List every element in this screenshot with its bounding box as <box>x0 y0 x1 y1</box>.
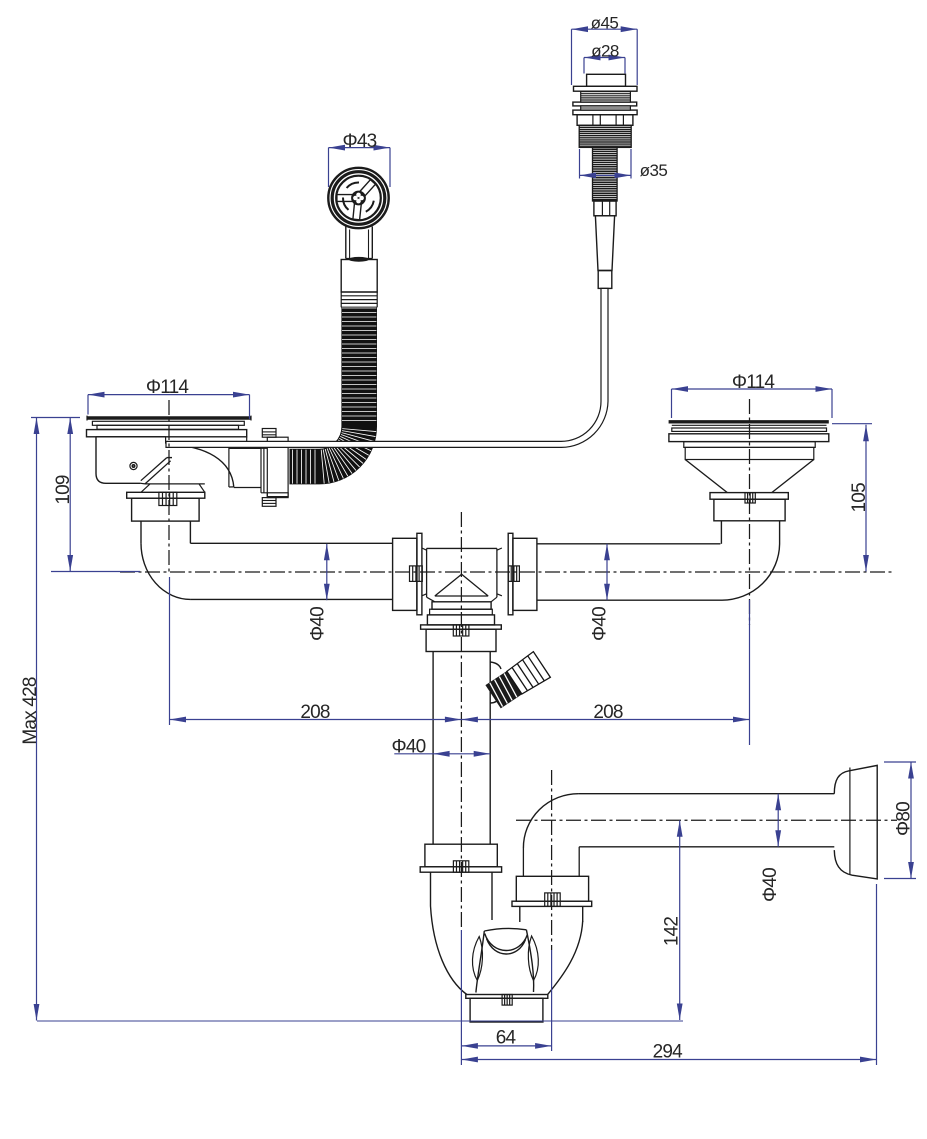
svg-text:64: 64 <box>496 1027 517 1048</box>
svg-text:208: 208 <box>593 702 623 723</box>
svg-text:109: 109 <box>53 475 74 505</box>
svg-text:ø28: ø28 <box>591 41 619 60</box>
svg-text:Φ40: Φ40 <box>392 736 426 757</box>
svg-text:142: 142 <box>662 917 683 947</box>
svg-text:208: 208 <box>300 702 330 723</box>
svg-text:105: 105 <box>849 483 870 513</box>
svg-text:Φ80: Φ80 <box>894 802 915 836</box>
svg-text:Max 428: Max 428 <box>20 677 41 745</box>
svg-text:Φ114: Φ114 <box>732 372 775 393</box>
svg-text:Φ40: Φ40 <box>590 607 611 641</box>
svg-text:ø35: ø35 <box>640 161 668 180</box>
svg-text:Φ114: Φ114 <box>146 377 189 398</box>
svg-text:Φ40: Φ40 <box>308 607 329 641</box>
svg-text:Φ40: Φ40 <box>760 868 781 902</box>
svg-text:Φ43: Φ43 <box>343 131 377 152</box>
svg-text:ø45: ø45 <box>591 13 619 32</box>
svg-text:294: 294 <box>653 1042 684 1063</box>
